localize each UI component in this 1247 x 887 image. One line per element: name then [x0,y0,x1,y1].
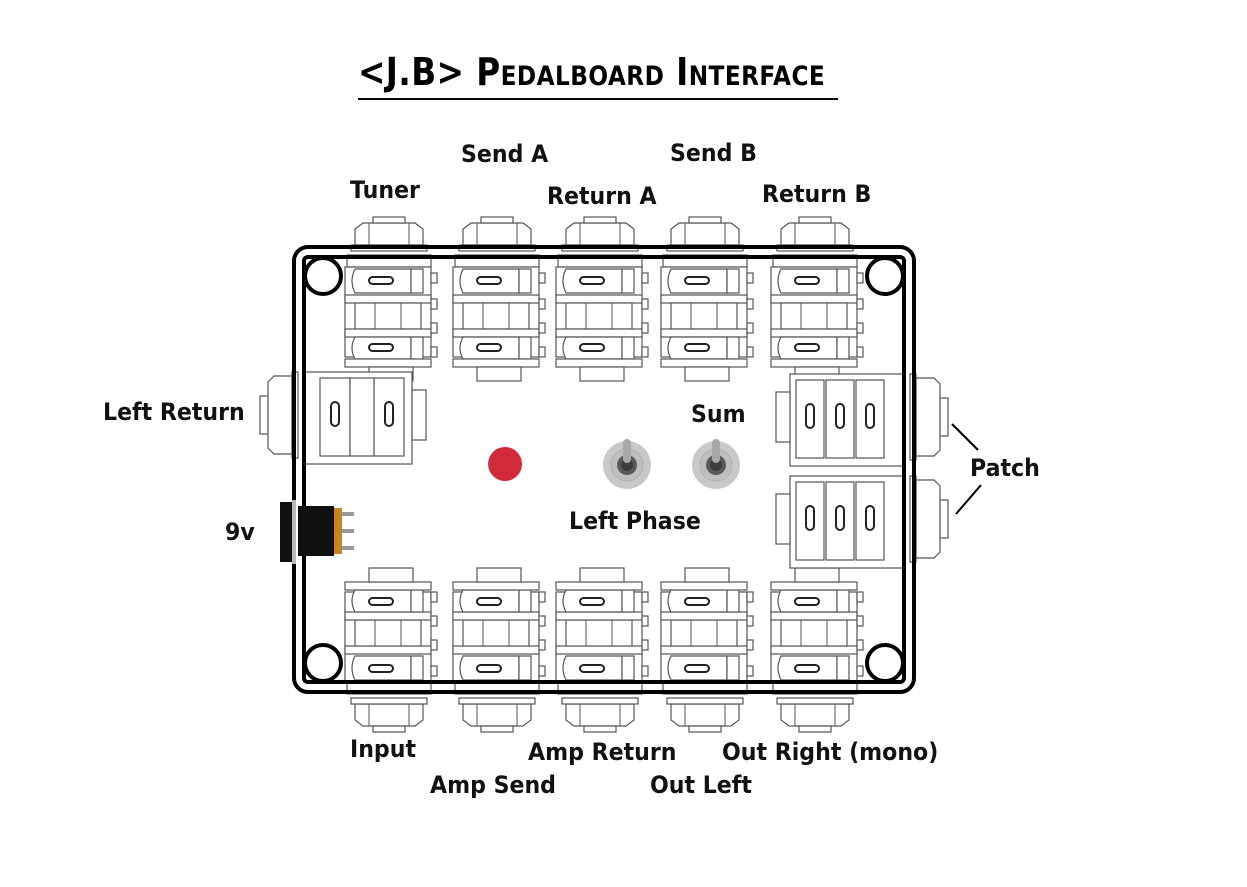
dc-power-jack [280,500,354,564]
lug-slot [368,276,394,285]
label-amp-return: Amp Return [528,738,677,766]
lug-slot [684,597,710,606]
jack-return-a [555,216,649,382]
jack-nut [565,222,635,246]
label-send-a: Send A [461,140,549,168]
lug-slot [384,401,394,427]
lug-slot [835,505,845,531]
jack-washer [666,697,744,705]
lug-slot [805,505,815,531]
jack-out-right [770,567,864,733]
lug-slot [835,403,845,429]
corner-screw-3 [303,643,343,683]
jack-washer [561,697,639,705]
jack-input [344,567,438,733]
diagram-title: <J.B> Pedalboard Interface [358,50,826,94]
lug-slot [476,343,502,352]
jack-nut [915,377,941,457]
lug-slot [368,343,394,352]
lug-slot [805,403,815,429]
lug-slot [579,597,605,606]
toggle-lever [712,439,720,463]
label-amp-send: Amp Send [430,771,556,799]
lug-slot [476,664,502,673]
label-return-b: Return B [762,180,872,208]
jack-washer [458,697,536,705]
label-left-return: Left Return [103,398,245,426]
toggle-sum[interactable] [692,439,740,489]
jack-nut [780,222,850,246]
label-send-b: Send B [670,139,757,167]
label-left-phase: Left Phase [569,507,701,535]
jack-amp-return [555,567,649,733]
jack-return-b [770,216,864,382]
label-sum: Sum [691,400,746,428]
corner-screw-1 [303,256,343,296]
jack-send-a [452,216,546,382]
jack-patch-bottom [775,475,949,569]
jack-nut [670,703,740,727]
lug-slot [330,401,340,427]
corner-screw-2 [865,256,905,296]
lug-slot [684,664,710,673]
jack-nut [354,222,424,246]
title-underline [358,98,838,100]
enclosure-inner [302,255,906,684]
lug-slot [579,343,605,352]
jack-nut [462,703,532,727]
patch-leader-bottom [955,484,982,515]
jack-nut [780,703,850,727]
label-return-a: Return A [547,182,657,210]
label-9v: 9v [225,518,255,546]
lug-slot [368,597,394,606]
lug-slot [684,276,710,285]
corner-screw-4 [865,643,905,683]
toggle-lever [623,439,631,463]
enclosure-outer [292,245,916,694]
lug-slot [794,597,820,606]
lug-slot [368,664,394,673]
jack-washer [776,697,854,705]
jack-nut [565,703,635,727]
jack-send-b [660,216,754,382]
toggle-left-phase[interactable] [603,439,651,489]
jack-out-left [660,567,754,733]
jack-nut [354,703,424,727]
jack-washer [350,697,428,705]
lug-slot [476,597,502,606]
lug-slot [794,276,820,285]
label-input: Input [350,735,417,763]
lug-slot [865,505,875,531]
lug-slot [794,664,820,673]
jack-nut [462,222,532,246]
label-tuner: Tuner [350,176,420,204]
label-out-left: Out Left [650,771,752,799]
lug-slot [579,664,605,673]
jack-nut [915,479,941,559]
patch-leader-top [951,423,979,451]
label-patch: Patch [970,454,1040,482]
jack-left-return [259,371,427,465]
jack-tuner [344,216,438,382]
lug-slot [794,343,820,352]
lug-slot [684,343,710,352]
jack-amp-send [452,567,546,733]
lug-slot [476,276,502,285]
status-led [488,447,522,481]
lug-slot [579,276,605,285]
jack-nut [267,375,293,455]
jack-nut [670,222,740,246]
lug-slot [865,403,875,429]
label-out-right: Out Right (mono) [722,738,939,766]
jack-patch-top [775,373,949,467]
